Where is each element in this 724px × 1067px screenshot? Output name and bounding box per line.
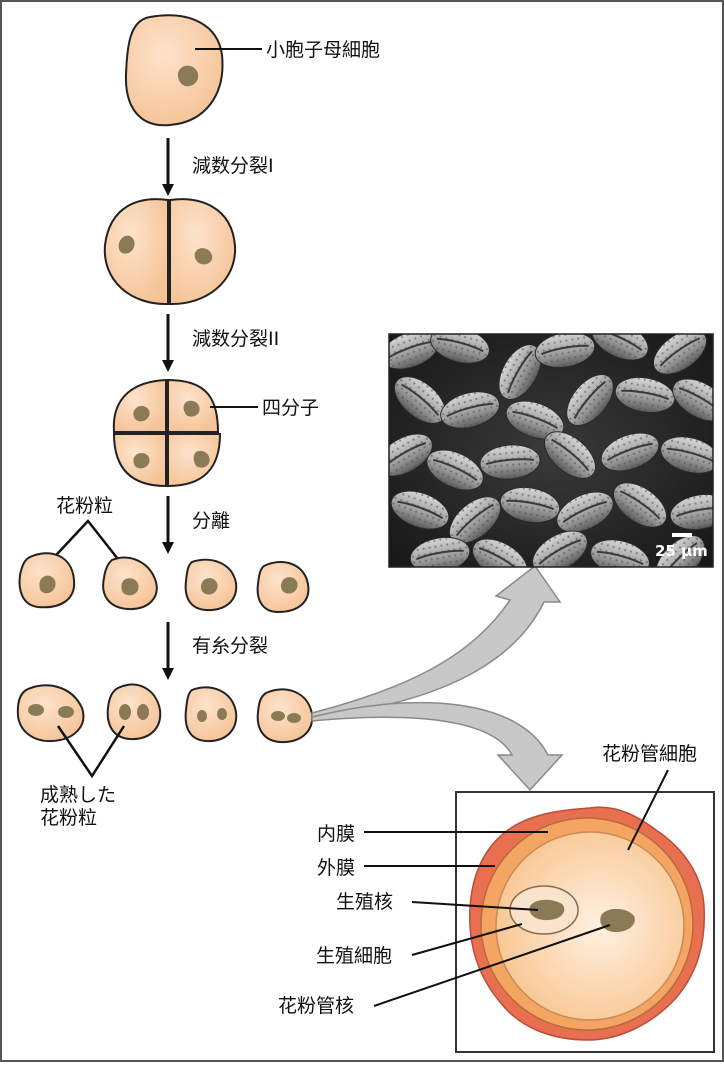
nucleus	[193, 450, 210, 468]
sem-pollen-grain	[505, 400, 565, 440]
sem-pollen-grain	[591, 334, 649, 361]
sem-pollen-grain	[499, 486, 561, 524]
nucleus	[39, 575, 56, 594]
nucleus	[28, 704, 44, 716]
nucleus	[287, 713, 301, 723]
sem-pollen-grain	[655, 535, 705, 567]
sem-pollen-grain	[479, 444, 541, 480]
nucleus	[177, 65, 199, 87]
label-microspore-mother-cell: 小胞子母細胞	[266, 39, 380, 61]
sem-pollen-grain	[600, 432, 660, 472]
label-generative-cell: 生殖細胞	[316, 945, 392, 967]
sem-micrograph: 25 µm	[388, 333, 714, 568]
sem-pollen-grain	[409, 536, 471, 567]
sem-pollen-grain	[544, 431, 596, 479]
sem-pollen-grain	[440, 391, 500, 429]
leader-line	[411, 901, 539, 911]
nucleus	[121, 578, 139, 596]
label-intine: 内膜	[317, 823, 355, 845]
nucleus	[280, 577, 298, 594]
nucleus	[194, 248, 213, 265]
nucleus	[119, 704, 131, 720]
sem-pollen-grain	[426, 449, 484, 491]
nucleus	[200, 578, 218, 595]
label-pollen-grain: 花粉粒	[56, 495, 113, 517]
mature-pollen-pointer	[56, 725, 126, 779]
label-tube-cell: 花粉管細胞	[602, 743, 697, 765]
scale-bar-label: 25 µm	[655, 542, 708, 560]
generative-nucleus	[529, 899, 565, 921]
nucleus	[58, 706, 74, 718]
mature-pollen-cross-section	[469, 806, 706, 1041]
arrow-to-cross-section	[311, 701, 564, 792]
nucleus	[137, 704, 149, 720]
leader-line	[373, 924, 611, 1007]
label-tetrad: 四分子	[262, 397, 319, 419]
microspore-mother-cell	[124, 14, 224, 127]
nucleus	[118, 235, 135, 254]
intine-layer	[495, 831, 685, 1021]
pollen-grain-pointer	[43, 519, 126, 569]
sem-pollen-grain	[556, 491, 614, 533]
label-meiosis-2: 減数分裂II	[192, 328, 279, 350]
label-mature-line1: 成熟した	[40, 784, 116, 806]
sem-pollen-grain	[660, 436, 713, 474]
nucleus	[271, 711, 285, 721]
nucleus	[133, 405, 150, 422]
tetrad	[112, 378, 222, 488]
sem-pollen-grain	[534, 334, 596, 369]
sem-pollen-grain	[672, 378, 713, 422]
sem-pollen-grain	[613, 482, 667, 528]
sem-pollen-grain	[669, 493, 713, 531]
nucleus	[197, 710, 207, 722]
sem-pollen-grain	[532, 530, 588, 567]
sem-pollen-grain	[472, 538, 528, 567]
leader-line	[411, 923, 523, 956]
label-generative-nucleus: 生殖核	[336, 891, 393, 913]
sem-pollen-grain	[389, 433, 433, 477]
sem-pollen-grain	[653, 334, 707, 375]
sem-pollen-grain	[590, 539, 650, 567]
label-tube-nucleus: 花粉管核	[278, 995, 354, 1017]
label-separation: 分離	[192, 510, 230, 532]
sem-pollen-grain	[614, 376, 676, 414]
sem-pollen-grain	[390, 490, 450, 530]
label-meiosis-1: 減数分裂I	[192, 155, 274, 177]
arrow-to-micrograph	[311, 564, 562, 718]
microspores-row	[18, 552, 310, 614]
sem-pollen-grain	[498, 344, 542, 400]
sem-pollen-grain	[389, 334, 440, 370]
leader-line	[627, 769, 669, 851]
label-mitosis: 有糸分裂	[192, 635, 268, 657]
nucleus	[183, 400, 200, 417]
scale-bar	[672, 533, 692, 537]
label-exine: 外膜	[317, 857, 355, 879]
label-mature-line2: 花粉粒	[40, 807, 97, 829]
mature-pollen-row	[16, 683, 314, 744]
sem-pollen-grain	[430, 334, 490, 364]
sem-pollen-grain	[449, 496, 501, 544]
sem-pollen-grain	[566, 374, 614, 426]
dyad	[103, 198, 237, 306]
nucleus	[217, 708, 227, 720]
nucleus	[133, 452, 150, 469]
